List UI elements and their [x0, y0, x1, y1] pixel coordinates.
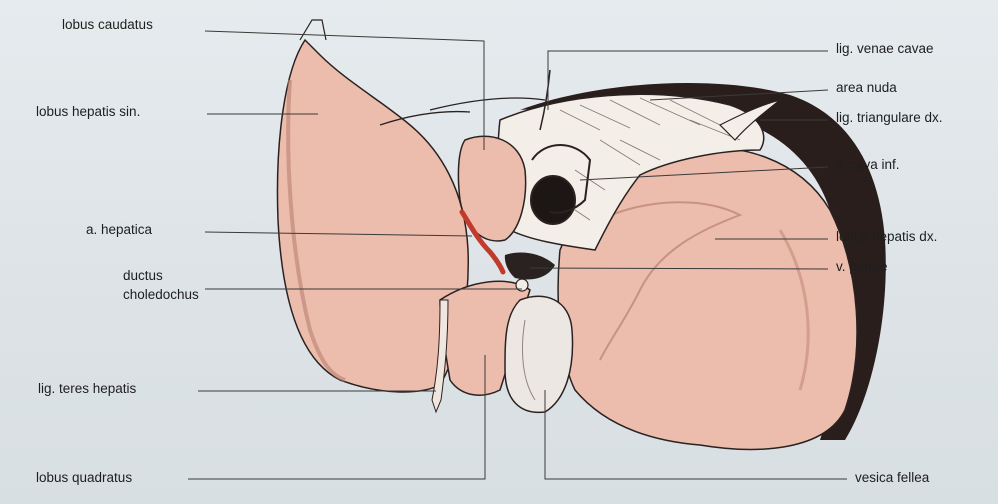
label-ductus-choledochus: ductus choledochus: [123, 266, 233, 304]
label-area-nuda: area nuda: [836, 80, 897, 96]
v-cava-inf-shape: [531, 176, 575, 224]
label-lig-triangulare-dx: lig. triangulare dx.: [836, 110, 943, 126]
label-lobus-caudatus: lobus caudatus: [62, 17, 153, 33]
label-v-cava-inf: v. cava inf.: [836, 157, 900, 173]
label-a-hepatica: a. hepatica: [86, 222, 152, 238]
v-portae-shape: [505, 252, 555, 279]
label-lig-teres-hepatis: lig. teres hepatis: [38, 381, 136, 397]
vesica-fellea-shape: [505, 296, 573, 412]
label-lobus-quadratus: lobus quadratus: [36, 470, 132, 486]
label-lig-venae-cavae: lig. venae cavae: [836, 41, 934, 57]
label-ductus-line1: ductus: [123, 266, 233, 285]
label-lobus-hepatis-sin: lobus hepatis sin.: [36, 104, 140, 120]
label-vesica-fellea: vesica fellea: [855, 470, 929, 486]
label-v-portae: v. portae: [836, 259, 888, 275]
label-lobus-hepatis-dx: lobus hepatis dx.: [836, 229, 937, 245]
label-ductus-line2: choledochus: [123, 285, 233, 304]
